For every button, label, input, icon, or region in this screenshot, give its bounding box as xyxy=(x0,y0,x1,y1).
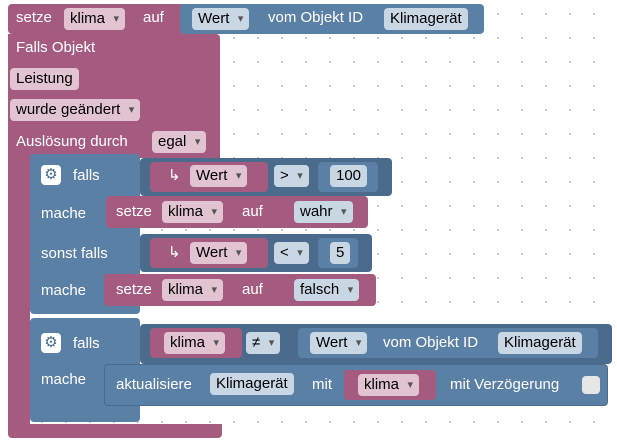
delay-checkbox[interactable] xyxy=(582,376,600,394)
return-arrow-icon: ↳ xyxy=(168,244,181,261)
operator-dropdown-2[interactable]: < xyxy=(274,242,309,264)
number-field-1[interactable]: 100 xyxy=(330,165,368,187)
with-label: mit xyxy=(312,376,332,393)
return-arrow-icon: ↳ xyxy=(168,167,181,184)
trigger-block-spine xyxy=(8,150,30,430)
set-label: setze xyxy=(16,9,52,26)
delay-label: mit Verzögerung xyxy=(450,376,560,393)
do-label-1: mache xyxy=(41,205,87,222)
gear-icon[interactable]: ⚙ xyxy=(41,333,61,353)
update-variable-dropdown[interactable]: klima xyxy=(358,374,420,396)
state-property-dropdown-2[interactable]: Wert xyxy=(310,332,368,354)
set-variable-dropdown-1[interactable]: klima xyxy=(162,201,224,223)
object-id-field-2[interactable]: Klimagerät xyxy=(498,332,582,354)
value-dropdown-2[interactable]: Wert xyxy=(190,242,248,264)
object-id-field[interactable]: Klimagerät xyxy=(384,8,468,30)
variable-get-dropdown[interactable]: klima xyxy=(164,332,226,354)
set-variable-dropdown-2[interactable]: klima xyxy=(162,279,224,301)
set-label-1: setze xyxy=(116,203,152,220)
to-label-1: auf xyxy=(242,203,263,220)
boolean-dropdown-false[interactable]: falsch xyxy=(294,279,360,301)
update-label: aktualisiere xyxy=(116,376,192,393)
operator-dropdown-3[interactable]: ≠ xyxy=(246,332,281,354)
trigger-block-bottom xyxy=(8,424,222,438)
set-variable-dropdown[interactable]: klima xyxy=(64,8,126,30)
else-if-label: sonst falls xyxy=(41,245,108,262)
value-dropdown-1[interactable]: Wert xyxy=(190,165,248,187)
if-label: falls xyxy=(73,167,100,184)
trigger-event-dropdown[interactable]: wurde geändert xyxy=(10,99,141,121)
gear-icon[interactable]: ⚙ xyxy=(41,165,61,185)
set-label-2: setze xyxy=(116,281,152,298)
number-field-2[interactable]: 5 xyxy=(330,242,351,264)
trigger-object-field[interactable]: Leistung xyxy=(10,68,79,90)
state-property-dropdown[interactable]: Wert xyxy=(192,8,250,30)
if-label-2: falls xyxy=(73,335,100,352)
triggered-by-label: Auslösung durch xyxy=(16,133,128,150)
boolean-dropdown-true[interactable]: wahr xyxy=(294,201,353,223)
to-label-2: auf xyxy=(242,281,263,298)
update-object-field[interactable]: Klimagerät xyxy=(210,373,294,395)
to-label: auf xyxy=(143,9,164,26)
operator-dropdown-1[interactable]: > xyxy=(274,165,309,187)
of-object-label: vom Objekt ID xyxy=(268,9,364,26)
do-label-3: mache xyxy=(41,371,87,388)
triggered-by-dropdown[interactable]: egal xyxy=(152,131,207,153)
do-label-2: mache xyxy=(41,282,87,299)
if-object-label: Falls Objekt xyxy=(16,39,96,56)
of-object-label-2: vom Objekt ID xyxy=(383,334,479,351)
